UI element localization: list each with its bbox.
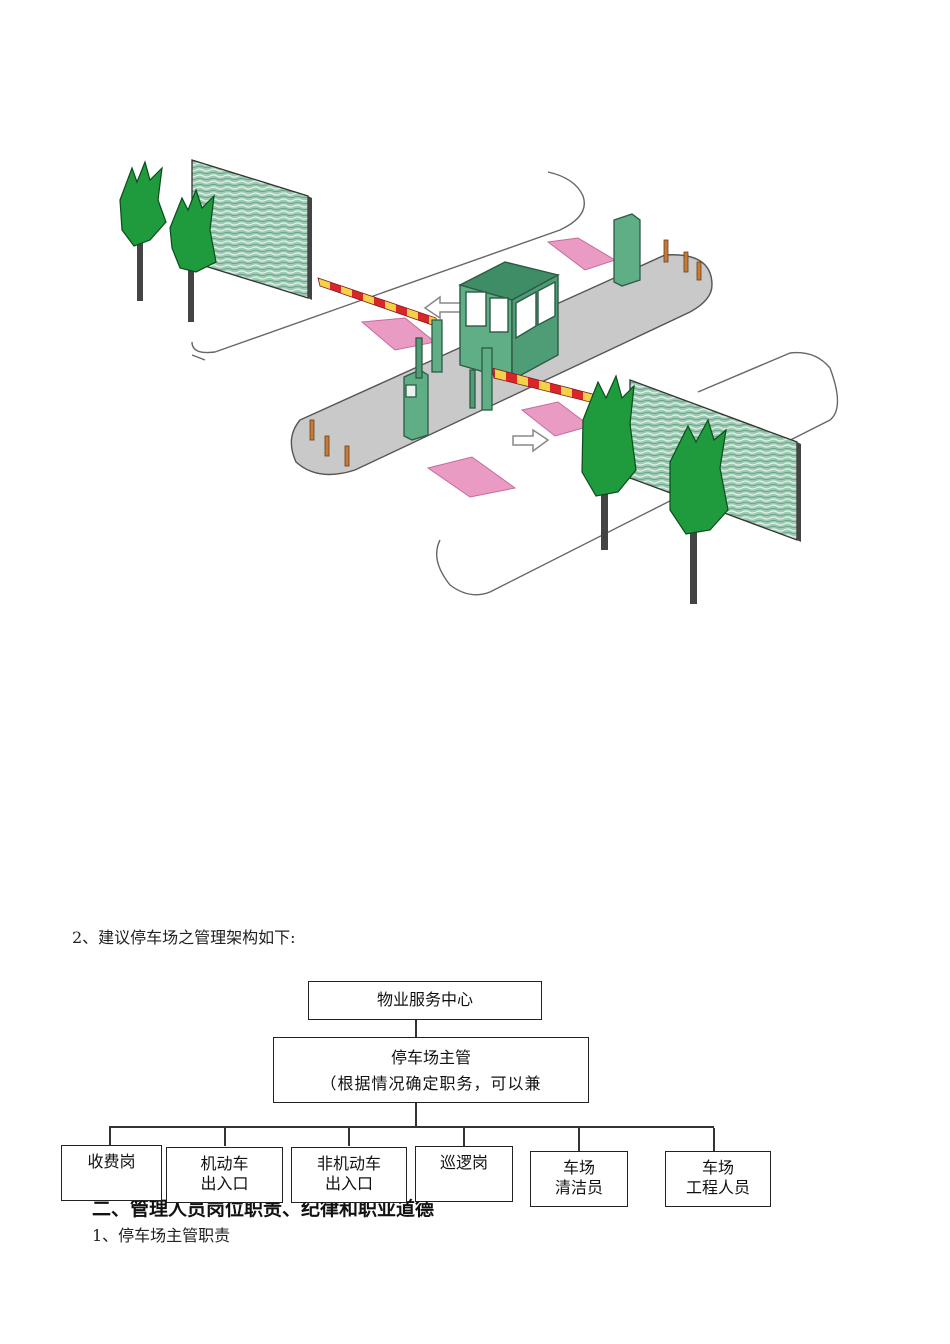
org-unit-toll-label: 收费岗 <box>87 1152 136 1171</box>
org-unit-engineering-line-1: 车场 <box>701 1158 734 1177</box>
org-unit-patrol: 巡逻岗 <box>415 1146 513 1202</box>
org-node-top-label: 物业服务中心 <box>376 990 473 1009</box>
barrier-arm-upper <box>317 277 439 328</box>
org-unit-vehicle-gate-line-2: 出入口 <box>200 1174 249 1193</box>
road-curb-bottom <box>436 351 839 596</box>
connector-drop-3 <box>348 1126 350 1146</box>
org-unit-nonvehicle-gate-line-1: 非机动车 <box>316 1154 381 1173</box>
org-unit-nonvehicle-gate-line-2: 出入口 <box>324 1174 373 1193</box>
org-node-manager: 停车场主管 （根据情况确定职务，可以兼 <box>273 1037 589 1103</box>
org-unit-vehicle-gate: 机动车 出入口 <box>166 1147 283 1203</box>
road-markings <box>360 237 617 498</box>
toll-booth <box>458 261 560 382</box>
org-unit-patrol-label: 巡逻岗 <box>439 1153 488 1172</box>
tree-4 <box>669 418 729 604</box>
connector-horizontal <box>109 1126 714 1128</box>
tree-1 <box>119 160 167 301</box>
org-unit-cleaner-line-2: 清洁员 <box>554 1178 603 1197</box>
org-unit-cleaner-line-1: 车场 <box>562 1158 595 1177</box>
connector-drop-1 <box>109 1126 111 1146</box>
tree-2 <box>169 188 217 322</box>
connector-top <box>415 1019 417 1037</box>
org-unit-toll: 收费岗 <box>61 1145 162 1201</box>
direction-arrows <box>423 295 550 453</box>
org-node-top: 物业服务中心 <box>308 981 542 1020</box>
connector-drop-2 <box>224 1126 226 1146</box>
gate-equipment <box>403 213 641 441</box>
org-node-manager-note: （根据情况确定职务，可以兼 <box>320 1074 542 1093</box>
org-node-manager-title: 停车场主管 <box>390 1048 471 1067</box>
connector-mid <box>415 1102 417 1128</box>
section-intro: 2、建议停车场之管理架构如下: <box>72 928 296 947</box>
connector-drop-6 <box>713 1128 715 1152</box>
org-unit-cleaner: 车场 清洁员 <box>530 1151 628 1207</box>
connector-drop-5 <box>578 1128 580 1152</box>
org-unit-vehicle-gate-line-1: 机动车 <box>200 1154 249 1173</box>
road-curb-top <box>191 171 585 361</box>
org-unit-engineering-line-2: 工程人员 <box>685 1178 750 1197</box>
wall-left <box>191 159 312 300</box>
org-unit-engineering: 车场 工程人员 <box>665 1151 771 1207</box>
connector-drop-4 <box>463 1126 465 1146</box>
tree-3 <box>581 374 637 550</box>
parking-entrance-illustration <box>119 159 839 604</box>
section-heading-2: 二、管理人员岗位职责、纪律和职业道德 <box>92 1198 435 1220</box>
subheading-manager-duties: 1、停车场主管职责 <box>92 1226 231 1245</box>
bollards <box>309 239 702 467</box>
org-unit-nonvehicle-gate: 非机动车 出入口 <box>291 1147 407 1203</box>
